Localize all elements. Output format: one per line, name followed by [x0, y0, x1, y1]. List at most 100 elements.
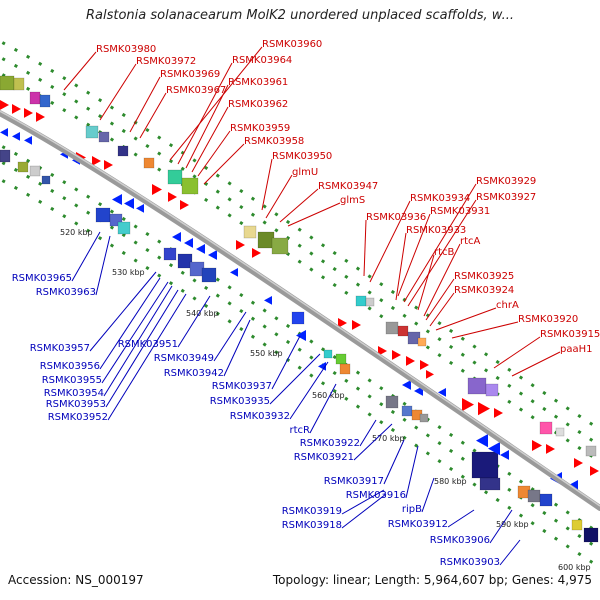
gene-arrow[interactable] — [426, 370, 434, 379]
gene-arrow[interactable] — [462, 398, 474, 412]
gene-block[interactable] — [117, 221, 131, 235]
gene-arrow[interactable] — [230, 268, 238, 277]
gene-arrow[interactable] — [406, 356, 415, 366]
gene-block[interactable] — [467, 377, 487, 395]
gene-block[interactable] — [365, 297, 375, 307]
gene-block[interactable] — [0, 149, 11, 163]
gene-arrow[interactable] — [494, 408, 503, 418]
gene-block[interactable] — [555, 427, 565, 437]
gene-label[interactable]: RSMK03956 — [40, 361, 100, 372]
gene-block[interactable] — [177, 253, 193, 269]
gene-arrow[interactable] — [438, 388, 446, 397]
gene-label[interactable]: RSMK03929 — [476, 176, 536, 187]
gene-block[interactable] — [571, 519, 583, 531]
gene-block[interactable] — [41, 175, 51, 185]
gene-block[interactable] — [583, 527, 599, 543]
gene-label[interactable]: RSMK03934 — [410, 193, 470, 204]
gene-arrow[interactable] — [12, 104, 21, 114]
gene-block[interactable] — [397, 325, 409, 337]
gene-block[interactable] — [539, 493, 553, 507]
gene-arrow[interactable] — [104, 160, 113, 170]
gene-block[interactable] — [85, 125, 99, 139]
gene-arrow[interactable] — [124, 198, 134, 209]
gene-label[interactable]: chrA — [496, 300, 519, 311]
gene-block[interactable] — [29, 91, 41, 105]
gene-block[interactable] — [117, 145, 129, 157]
gene-arrow[interactable] — [172, 232, 181, 242]
gene-arrow[interactable] — [12, 132, 20, 141]
gene-label[interactable]: RSMK03947 — [318, 181, 378, 192]
gene-arrow[interactable] — [338, 318, 347, 328]
gene-label[interactable]: RSMK03961 — [228, 77, 288, 88]
gene-block[interactable] — [335, 353, 347, 365]
gene-arrow[interactable] — [24, 136, 32, 145]
gene-block[interactable] — [17, 161, 29, 173]
gene-block[interactable] — [527, 489, 541, 503]
gene-block[interactable] — [98, 131, 110, 143]
gene-label[interactable]: RSMK03980 — [96, 44, 156, 55]
gene-label[interactable]: RSMK03903 — [440, 557, 500, 568]
gene-label[interactable]: RSMK03965 — [12, 273, 72, 284]
gene-arrow[interactable] — [478, 402, 490, 416]
gene-arrow[interactable] — [264, 296, 272, 305]
gene-label[interactable]: RSMK03918 — [282, 520, 342, 531]
gene-label[interactable]: rtcA — [460, 236, 481, 247]
gene-arrow[interactable] — [420, 360, 429, 370]
gene-arrow[interactable] — [180, 200, 189, 210]
gene-block[interactable] — [163, 247, 177, 261]
gene-arrow[interactable] — [500, 450, 509, 460]
gene-arrow[interactable] — [546, 444, 555, 454]
gene-arrow[interactable] — [392, 350, 401, 360]
gene-label[interactable]: RSMK03937 — [212, 381, 272, 392]
gene-block[interactable] — [257, 231, 275, 249]
gene-arrow[interactable] — [236, 240, 245, 250]
gene-block[interactable] — [479, 477, 501, 491]
gene-arrow[interactable] — [196, 244, 205, 254]
gene-label[interactable]: ripB — [402, 504, 422, 515]
gene-block[interactable] — [417, 337, 427, 347]
gene-block[interactable] — [585, 445, 597, 457]
gene-arrow[interactable] — [92, 156, 101, 166]
gene-arrow[interactable] — [532, 440, 542, 451]
gene-arrow[interactable] — [112, 194, 122, 205]
gene-label[interactable]: RSMK03906 — [430, 535, 490, 546]
gene-arrow[interactable] — [0, 100, 9, 110]
gene-label[interactable]: RSMK03933 — [406, 225, 466, 236]
gene-arrow[interactable] — [136, 204, 144, 213]
gene-label[interactable]: RSMK03920 — [518, 314, 578, 325]
gene-label[interactable]: rtcR — [290, 425, 311, 436]
gene-label[interactable]: RSMK03912 — [388, 519, 448, 530]
gene-label[interactable]: RSMK03960 — [262, 39, 322, 50]
gene-block[interactable] — [401, 405, 413, 417]
gene-arrow[interactable] — [476, 434, 488, 448]
gene-label[interactable]: glmS — [340, 195, 365, 206]
gene-label[interactable]: RSMK03936 — [366, 212, 426, 223]
gene-arrow[interactable] — [24, 108, 33, 118]
gene-label[interactable]: RSMK03915 — [540, 329, 600, 340]
gene-block[interactable] — [419, 413, 429, 423]
gene-label[interactable]: RSMK03967 — [166, 85, 226, 96]
gene-label[interactable]: RSMK03916 — [346, 490, 406, 501]
gene-label[interactable]: rtcB — [434, 247, 455, 258]
gene-label[interactable]: RSMK03922 — [300, 438, 360, 449]
gene-label[interactable]: RSMK03935 — [210, 396, 270, 407]
gene-label[interactable]: RSMK03931 — [430, 206, 490, 217]
gene-arrow[interactable] — [378, 346, 387, 356]
gene-block[interactable] — [181, 177, 199, 195]
gene-label[interactable]: RSMK03958 — [244, 136, 304, 147]
gene-label[interactable]: RSMK03932 — [230, 411, 290, 422]
gene-label[interactable]: RSMK03962 — [228, 99, 288, 110]
gene-label[interactable]: RSMK03924 — [454, 285, 514, 296]
gene-block[interactable] — [167, 169, 183, 185]
gene-block[interactable] — [0, 75, 15, 91]
gene-arrow[interactable] — [352, 320, 361, 330]
gene-block[interactable] — [385, 395, 399, 409]
gene-label[interactable]: RSMK03950 — [272, 151, 332, 162]
gene-block[interactable] — [385, 321, 399, 335]
gene-label[interactable]: RSMK03969 — [160, 69, 220, 80]
gene-block[interactable] — [485, 383, 499, 397]
gene-block[interactable] — [339, 363, 351, 375]
gene-arrow[interactable] — [252, 248, 261, 258]
gene-block[interactable] — [355, 295, 367, 307]
gene-block[interactable] — [291, 311, 305, 325]
